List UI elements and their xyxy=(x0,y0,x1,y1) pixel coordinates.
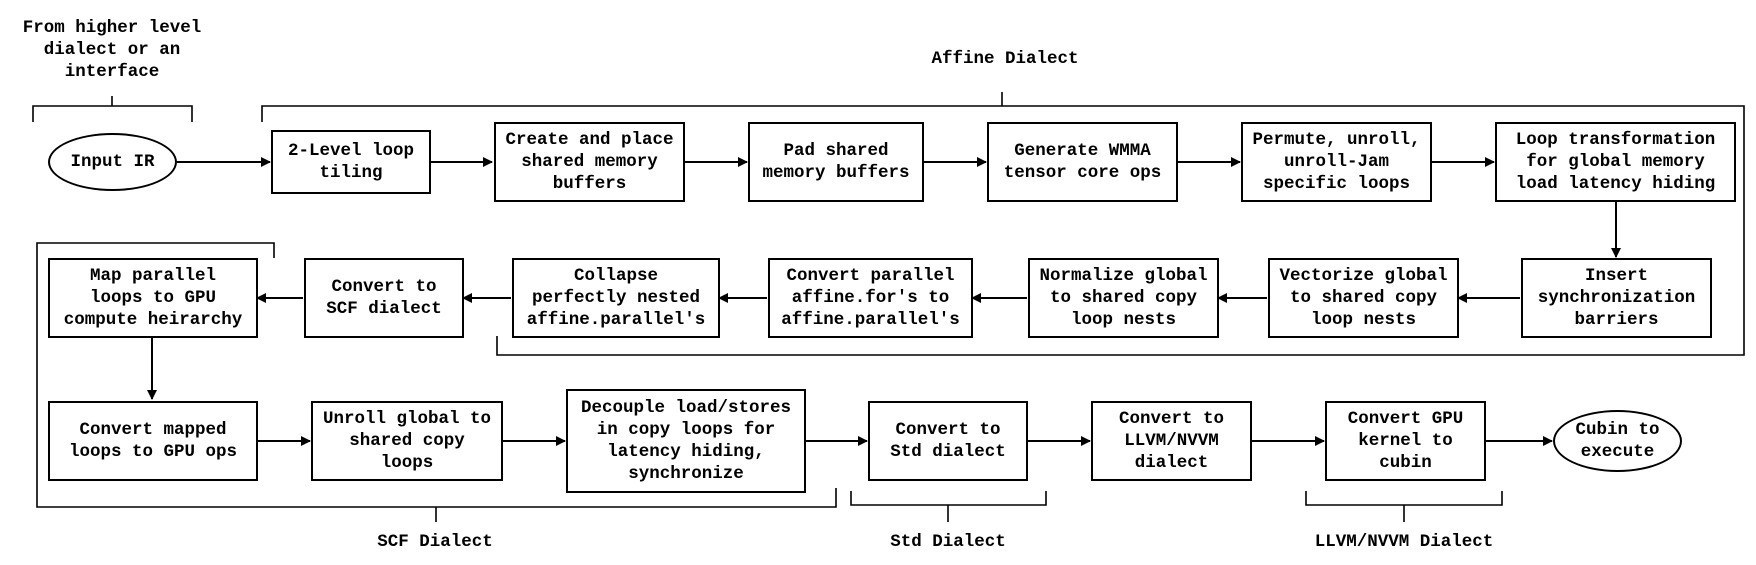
pad-shared-buffers-node: Pad shared memory buffers xyxy=(748,122,924,202)
convert-llvm-node: Convert to LLVM/NVVM dialect xyxy=(1091,401,1252,481)
affine-dialect-label: Affine Dialect xyxy=(931,49,1079,69)
collapse-nested-node: Collapse perfectly nested affine.paralle… xyxy=(512,258,720,338)
decouple-node: Decouple load/stores in copy loops for l… xyxy=(566,389,806,493)
input-ir-node: Input IR xyxy=(48,133,177,191)
generate-wmma-node: Generate WMMA tensor core ops xyxy=(987,122,1178,202)
normalize-copy-node: Normalize global to shared copy loop nes… xyxy=(1028,258,1219,338)
llvm-dialect-bracket xyxy=(1305,491,1503,522)
insert-sync-node: Insert synchronization barriers xyxy=(1521,258,1712,338)
permute-unroll-node: Permute, unroll, unroll-Jam specific loo… xyxy=(1241,122,1432,202)
cubin-execute-node: Cubin to execute xyxy=(1553,410,1682,472)
convert-cubin-node: Convert GPU kernel to cubin xyxy=(1325,401,1486,481)
affine-dialect-region xyxy=(261,92,1745,356)
vectorize-copy-node: Vectorize global to shared copy loop nes… xyxy=(1268,258,1459,338)
map-parallel-node: Map parallel loops to GPU compute heirar… xyxy=(48,258,258,338)
convert-scf-node: Convert to SCF dialect xyxy=(304,258,464,338)
create-shared-buffers-node: Create and place shared memory buffers xyxy=(494,122,685,202)
source-label: From higher level dialect or an interfac… xyxy=(22,18,202,82)
llvm-dialect-label: LLVM/NVVM Dialect xyxy=(1314,532,1494,552)
convert-std-node: Convert to Std dialect xyxy=(868,401,1028,481)
source-bracket xyxy=(32,96,193,122)
std-dialect-bracket xyxy=(850,491,1047,522)
two-level-tiling-node: 2-Level loop tiling xyxy=(271,130,431,194)
std-dialect-label: Std Dialect xyxy=(890,532,1006,552)
loop-transformation-node: Loop transformation for global memory lo… xyxy=(1495,122,1736,202)
convert-mapped-node: Convert mapped loops to GPU ops xyxy=(48,401,258,481)
unroll-copy-node: Unroll global to shared copy loops xyxy=(311,401,503,481)
convert-parallel-node: Convert parallel affine.for's to affine.… xyxy=(768,258,973,338)
scf-dialect-label: SCF Dialect xyxy=(377,532,493,552)
scf-dialect-region xyxy=(36,242,837,522)
